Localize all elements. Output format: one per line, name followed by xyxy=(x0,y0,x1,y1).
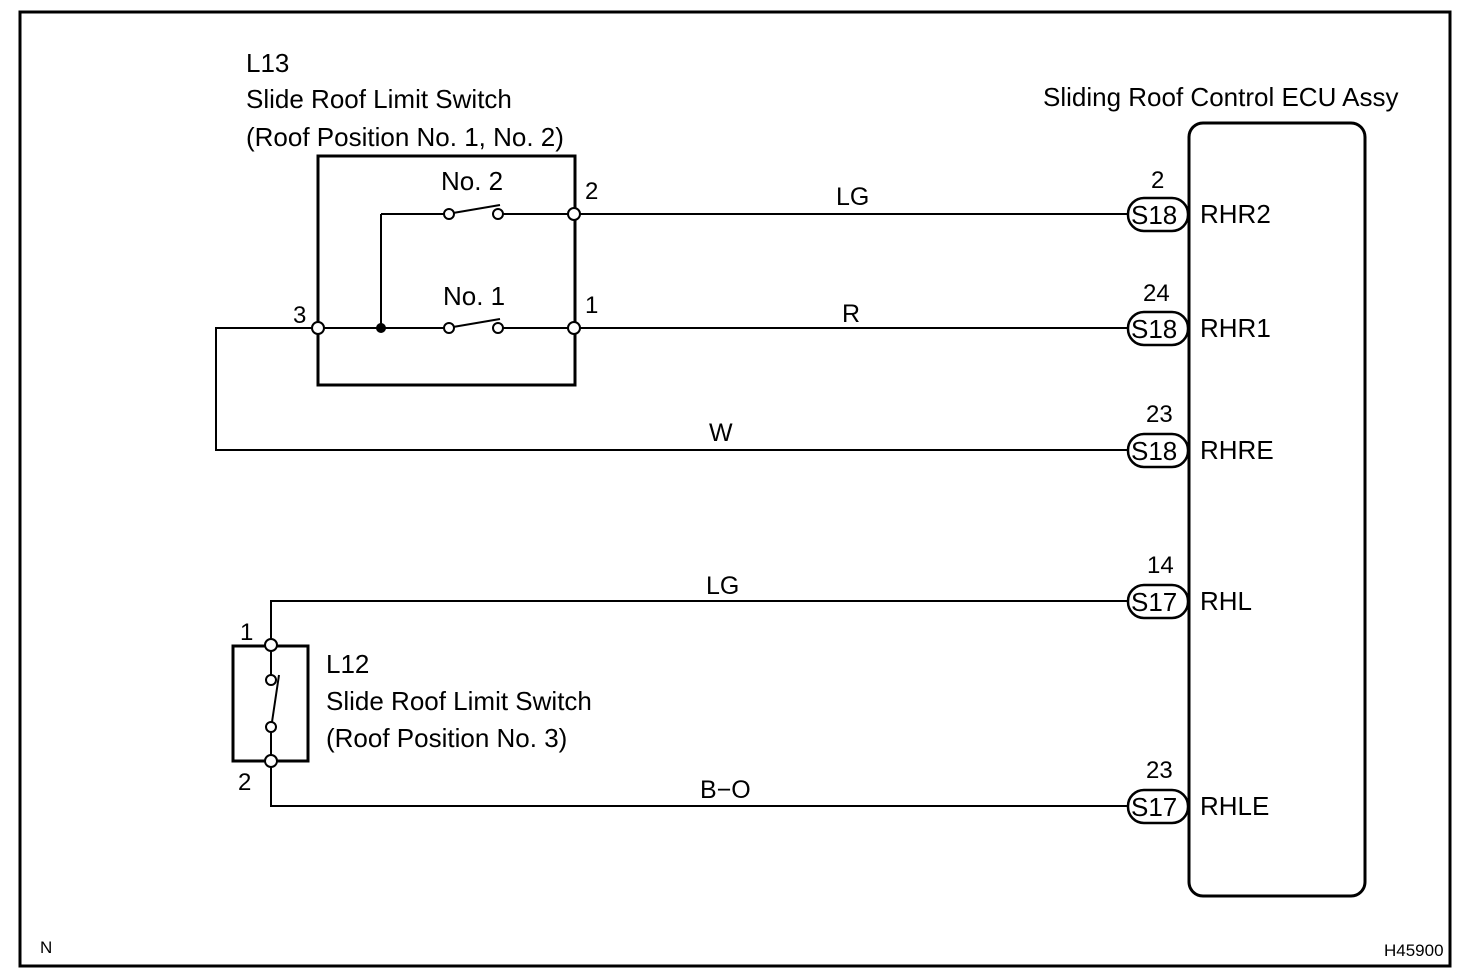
wire-bo-rhle xyxy=(270,767,1130,807)
l13-switch-no2-label: No. 2 xyxy=(441,166,503,196)
connector-label: S17 xyxy=(1131,587,1177,617)
ecu-terminal-name: RHR1 xyxy=(1200,313,1271,343)
wire-label-lg-2: LG xyxy=(706,572,739,600)
l12-terminal-1 xyxy=(264,638,278,652)
wire-label-lg-1: LG xyxy=(836,183,869,211)
figure-id: H45900 xyxy=(1384,941,1444,960)
ecu-terminal-rhre: S18 23 RHRE xyxy=(1126,401,1274,469)
ecu-pin-number: 2 xyxy=(1151,167,1164,194)
wire-label-bo: B−O xyxy=(700,776,751,804)
ecu-terminal-rhl: S17 14 RHL xyxy=(1126,552,1252,620)
l12-terminal-2 xyxy=(264,754,278,768)
connector-label: S17 xyxy=(1131,792,1177,822)
wire-label-r: R xyxy=(842,300,860,328)
l13-pin-1: 1 xyxy=(585,292,598,319)
l12-switch-arm xyxy=(271,674,280,723)
l13-switch-no1-label: No. 1 xyxy=(443,281,505,311)
l12-code: L12 xyxy=(326,649,369,679)
connector-label: S18 xyxy=(1131,200,1177,230)
l13-pin-2: 2 xyxy=(585,178,598,205)
ecu-terminal-name: RHR2 xyxy=(1200,199,1271,229)
diagram-frame xyxy=(18,10,1452,968)
l13-code: L13 xyxy=(246,48,289,78)
l12-name: Slide Roof Limit Switch xyxy=(326,686,592,716)
ecu-terminal-name: RHL xyxy=(1200,586,1252,616)
wire-label-w: W xyxy=(709,419,733,447)
switch-no2-arm xyxy=(452,204,501,214)
l13-name: Slide Roof Limit Switch xyxy=(246,84,512,114)
wire-w-rhre xyxy=(215,327,1130,451)
l12-pin-1: 1 xyxy=(240,619,253,646)
wire-lg-rhl xyxy=(270,600,1130,639)
connector-label: S18 xyxy=(1131,436,1177,466)
switch-no1-arm xyxy=(452,318,501,328)
ecu-pin-number: 23 xyxy=(1146,757,1173,784)
l13-terminal-3 xyxy=(311,321,325,335)
ecu-terminal-rhle: S17 23 RHLE xyxy=(1126,757,1269,825)
ecu-pin-number: 23 xyxy=(1146,401,1173,428)
l13-pin-3: 3 xyxy=(293,302,306,329)
ecu-box xyxy=(1187,121,1367,898)
ecu-title: Sliding Roof Control ECU Assy xyxy=(1043,82,1398,112)
l12-sub: (Roof Position No. 3) xyxy=(326,723,567,753)
ecu-terminal-name: RHRE xyxy=(1200,435,1274,465)
l13-terminal-2 xyxy=(567,207,581,221)
l13-terminal-1 xyxy=(567,321,581,335)
junction-dot xyxy=(376,323,386,333)
ecu-terminal-name: RHLE xyxy=(1200,791,1269,821)
connector-label: S18 xyxy=(1131,314,1177,344)
ecu-terminal-rhr2: S18 2 RHR2 xyxy=(1126,167,1271,233)
l12-pin-2: 2 xyxy=(238,769,251,796)
l13-box xyxy=(316,154,577,387)
ecu-pin-number: 14 xyxy=(1147,552,1174,579)
l13-sub: (Roof Position No. 1, No. 2) xyxy=(246,122,564,152)
ecu-pin-number: 24 xyxy=(1143,280,1170,307)
corner-note-left: N xyxy=(40,938,52,957)
ecu-terminal-rhr1: S18 24 RHR1 xyxy=(1126,280,1271,347)
